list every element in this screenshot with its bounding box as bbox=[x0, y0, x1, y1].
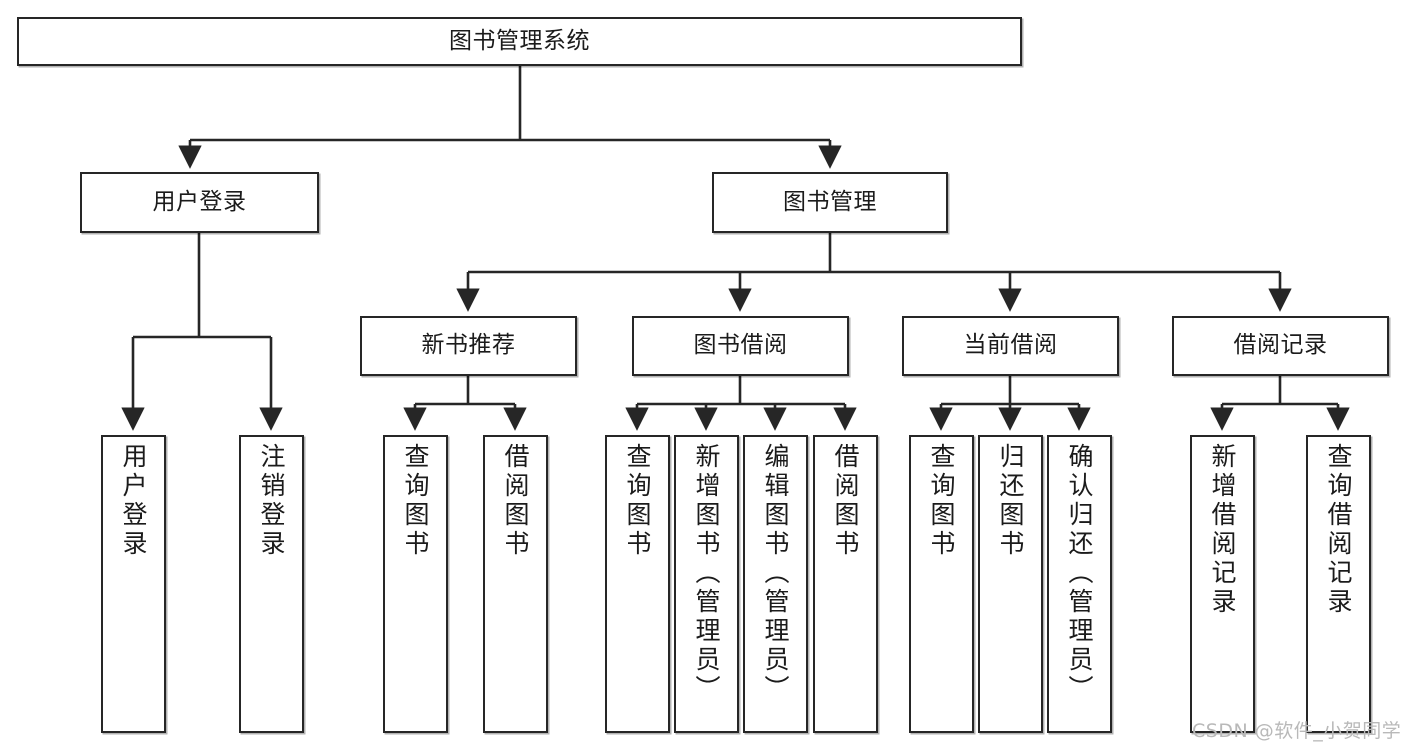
node-leaf-query-books-borrow[interactable]: 查询图书 bbox=[605, 435, 670, 733]
node-label: 新增图书（管理员） bbox=[692, 443, 721, 704]
node-label: 查询借阅记录 bbox=[1324, 443, 1353, 617]
node-label: 当前借阅 bbox=[963, 332, 1058, 359]
node-current-borrow[interactable]: 当前借阅 bbox=[902, 316, 1119, 376]
node-book-borrow[interactable]: 图书借阅 bbox=[632, 316, 849, 376]
node-leaf-edit-book-admin[interactable]: 编辑图书（管理员） bbox=[743, 435, 808, 733]
node-label: 查询图书 bbox=[623, 443, 652, 559]
csdn-watermark: CSDN @软件_小贺同学 bbox=[1192, 720, 1402, 742]
node-label: 新增借阅记录 bbox=[1208, 443, 1237, 617]
node-user-login[interactable]: 用户登录 bbox=[80, 172, 319, 233]
node-root-library-system[interactable]: 图书管理系统 bbox=[17, 17, 1022, 66]
node-leaf-query-borrow-record[interactable]: 查询借阅记录 bbox=[1306, 435, 1371, 733]
node-label: 借阅图书 bbox=[831, 443, 860, 559]
node-label: 新书推荐 bbox=[421, 332, 516, 359]
node-label: 图书借阅 bbox=[693, 332, 788, 359]
node-leaf-user-login[interactable]: 用户登录 bbox=[101, 435, 166, 733]
node-label: 归还图书 bbox=[996, 443, 1025, 559]
node-label: 确认归还（管理员） bbox=[1065, 443, 1094, 704]
node-leaf-borrow-books-borrow[interactable]: 借阅图书 bbox=[813, 435, 878, 733]
node-label: 借阅记录 bbox=[1233, 332, 1328, 359]
node-new-book-recommend[interactable]: 新书推荐 bbox=[360, 316, 577, 376]
node-label: 用户登录 bbox=[119, 443, 148, 559]
node-leaf-add-book-admin[interactable]: 新增图书（管理员） bbox=[674, 435, 739, 733]
node-book-management[interactable]: 图书管理 bbox=[712, 172, 948, 233]
node-leaf-query-books-current[interactable]: 查询图书 bbox=[909, 435, 974, 733]
node-leaf-query-books-recommend[interactable]: 查询图书 bbox=[383, 435, 448, 733]
node-label: 图书管理系统 bbox=[449, 27, 590, 54]
node-leaf-add-borrow-record[interactable]: 新增借阅记录 bbox=[1190, 435, 1255, 733]
node-borrow-records[interactable]: 借阅记录 bbox=[1172, 316, 1389, 376]
node-leaf-return-books[interactable]: 归还图书 bbox=[978, 435, 1043, 733]
node-label: 图书管理 bbox=[783, 188, 877, 215]
node-label: 编辑图书（管理员） bbox=[761, 443, 790, 704]
node-label: 查询图书 bbox=[927, 443, 956, 559]
node-leaf-confirm-return-admin[interactable]: 确认归还（管理员） bbox=[1047, 435, 1112, 733]
node-label: 用户登录 bbox=[152, 188, 247, 215]
node-label: 注销登录 bbox=[257, 443, 286, 559]
node-label: 借阅图书 bbox=[501, 443, 530, 559]
node-leaf-borrow-books-recommend[interactable]: 借阅图书 bbox=[483, 435, 548, 733]
node-leaf-logout[interactable]: 注销登录 bbox=[239, 435, 304, 733]
node-label: 查询图书 bbox=[401, 443, 430, 559]
